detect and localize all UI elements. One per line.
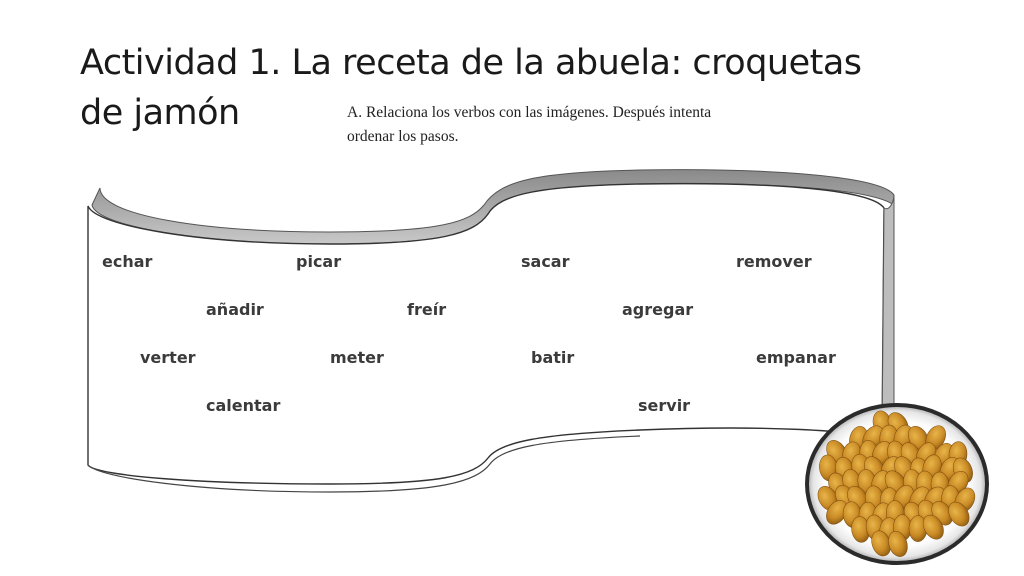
verb-sacar: sacar — [521, 252, 570, 271]
verb-batir: batir — [531, 348, 575, 367]
croqueta — [948, 501, 970, 527]
instructions: A. Relaciona los verbos con las imágenes… — [347, 101, 817, 149]
verb-picar: picar — [296, 252, 342, 271]
verb-empanar: empanar — [756, 348, 836, 367]
instructions-line-1: A. Relaciona los verbos con las imágenes… — [347, 104, 712, 121]
verb-echar: echar — [102, 252, 153, 271]
croqueta — [922, 514, 944, 540]
instructions-line-2: ordenar los pasos. — [347, 128, 459, 145]
verb-agregar: agregar — [622, 300, 694, 319]
verb-freir: freír — [407, 300, 447, 319]
croqueta — [888, 531, 908, 557]
verb-calentar: calentar — [206, 396, 281, 415]
slide-title-line-2: de jamón — [80, 93, 240, 133]
verb-anadir: añadir — [206, 300, 264, 319]
verb-servir: servir — [638, 396, 691, 415]
verb-verter: verter — [140, 348, 196, 367]
slide-title: Actividad 1. La receta de la abuela: cro… — [80, 38, 980, 138]
slide-title-line-1: Actividad 1. La receta de la abuela: cro… — [80, 43, 862, 83]
verb-remover: remover — [736, 252, 812, 271]
scroll-bottom-curl — [87, 435, 641, 493]
verb-meter: meter — [330, 348, 384, 367]
